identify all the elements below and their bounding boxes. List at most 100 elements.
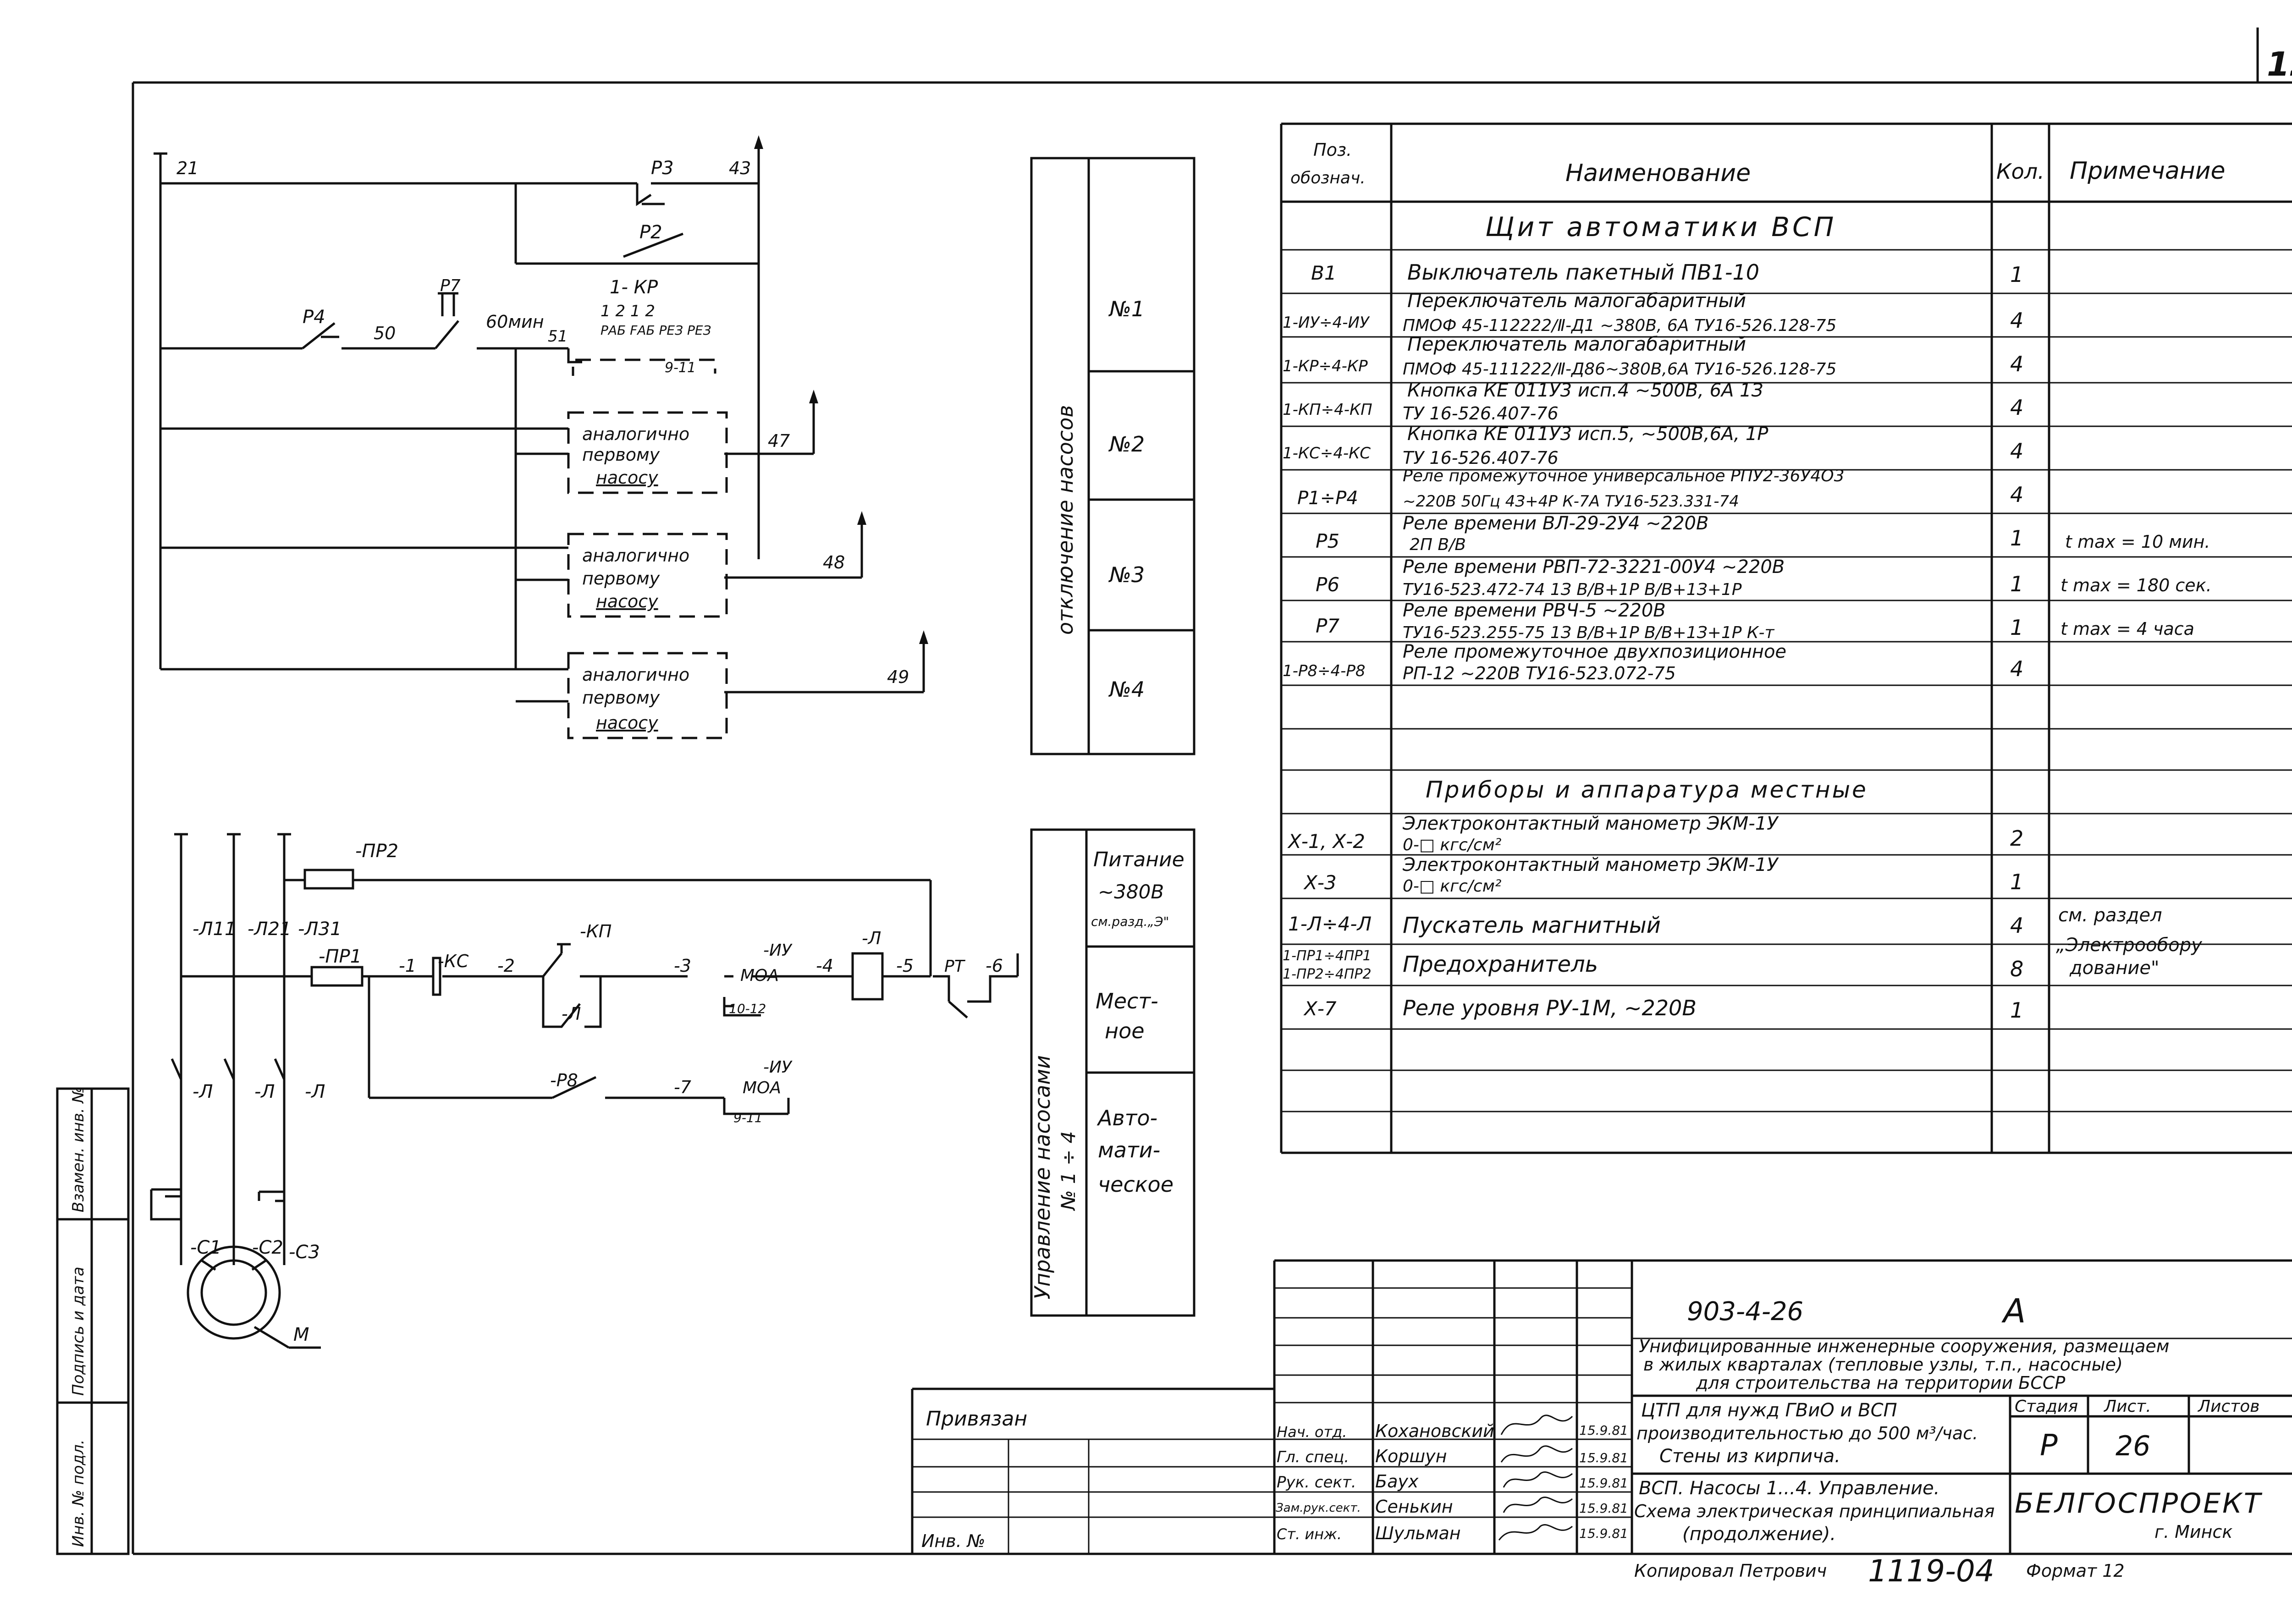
org-name: БЕЛГОСПРОЕКТ [2015,1487,2263,1519]
svg-text:Переключатель малогабаритный: Переключатель малогабаритный [1407,289,1746,312]
object-line-2: производительностью до 500 м³/час. [1636,1423,1978,1443]
button-kp-label: -КП [580,921,612,941]
node-49: 49 [887,667,909,687]
spec-header-note: Примечание [2070,157,2226,185]
svg-text:Кнопка КЕ 011У3 исп.5, ~500В,6: Кнопка КЕ 011У3 исп.5, ~500В,6А, 1Р [1407,424,1769,445]
disconnect-table [1030,157,1196,755]
side-stamp [56,1087,130,1555]
svg-text:первому: первому [582,568,660,589]
svg-text:первому: первому [582,688,660,708]
svg-text:0-□ кгс/см²: 0-□ кгс/см² [1403,877,1501,896]
svg-text:1: 1 [2010,870,2023,894]
svg-text:1-ИУ÷4-ИУ: 1-ИУ÷4-ИУ [1283,314,1370,332]
svg-text:t max = 180 сек.: t max = 180 сек. [2061,575,2212,595]
svg-text:ПМОФ 45-112222/Ⅱ-Д1 ~380В, 6А: ПМОФ 45-112222/Ⅱ-Д1 ~380В, 6А ТУ16-526.1… [1403,316,1836,335]
wire-4: -4 [816,956,833,976]
sheet-value: 26 [2116,1430,2150,1462]
svg-text:Переключатель малогабаритный: Переключатель малогабаритный [1407,333,1746,355]
svg-text:Реле промежуточное двухпозицио: Реле промежуточное двухпозиционное [1403,641,1786,662]
relay-p4: Р4 [303,307,325,328]
svg-text:1-Л÷4-Л: 1-Л÷4-Л [1288,913,1372,935]
svg-text:4: 4 [2010,656,2023,681]
switch-kp-positions: 1 2 1 2 [601,302,655,320]
doc-number: 1119-04 [1868,1553,1994,1589]
svg-text:см. раздел: см. раздел [2058,905,2162,926]
svg-text:Выключатель пакетный ПВ1-10: Выключатель пакетный ПВ1-10 [1407,260,1759,285]
svg-text:4: 4 [2010,352,2023,376]
svg-text:Р6: Р6 [1316,573,1339,596]
svg-text:Х-3: Х-3 [1303,871,1337,894]
analog-box-2: аналогично первому насосу [582,545,689,611]
svg-text:1-КС÷4-КС: 1-КС÷4-КС [1283,444,1371,462]
node-51: 51 [548,327,567,346]
inv-label: Инв. № [921,1531,985,1551]
svg-text:Сенькин: Сенькин [1375,1497,1453,1517]
svg-text:Реле времени РВЧ-5 ~220В: Реле времени РВЧ-5 ~220В [1403,600,1666,621]
svg-text:„Электрообору: „Электрообору [2056,935,2203,956]
side-sign-date: Подпись и дата [69,1266,88,1396]
spec-header-pos-1: Поз. [1313,140,1352,160]
svg-text:4: 4 [2010,395,2023,420]
svg-text:1-КР÷4-КР: 1-КР÷4-КР [1283,357,1368,375]
fuse-pr2-label: -ПР2 [355,841,398,862]
svg-text:ТУ16-523.472-74 1З В/В+1Р В/В+: ТУ16-523.472-74 1З В/В+1Р В/В+1З+1Р [1403,580,1742,599]
thermal-relay-label: РТ [944,957,966,976]
svg-text:15.9.81: 15.9.81 [1579,1526,1628,1541]
svg-text:1: 1 [2010,526,2023,551]
spec-section-1: Щит автоматики ВСП [1485,211,1836,242]
doc-code: 903-4-26 [1687,1297,1803,1327]
spec-row: В1 Выключатель пакетный ПВ1-10 1 [1311,260,2023,287]
svg-text:1-ПР1÷4ПР1: 1-ПР1÷4ПР1 [1283,948,1372,964]
switch-moa2-label: МОА [743,1079,781,1097]
button-kc-label: -КС [438,951,469,971]
spec-section-2: Приборы и аппаратура местные [1426,776,1868,803]
node-47: 47 [768,431,790,451]
svg-text:ТУ 16-526.407-76: ТУ 16-526.407-76 [1403,403,1559,424]
coil-l-label: -Л [862,928,881,948]
sheet-line-1: ВСП. Насосы 1...4. Управление. [1639,1478,1939,1499]
control-row-3-l2: мати- [1098,1138,1160,1162]
spec-row: 1-КР÷4-КР Переключатель малогабаритный П… [1283,333,2023,379]
switch-kp-contacts: РАБ FАБ РЕЗ РЕЗ [601,323,711,338]
svg-text:В1: В1 [1311,262,1337,284]
relay-p3: Р3 [651,158,674,179]
control-table [1030,828,1196,1317]
svg-text:Электроконтактный манометр ЭКМ: Электроконтактный манометр ЭКМ-1У [1402,813,1779,834]
svg-text:первому: первому [582,445,660,465]
node-48: 48 [823,552,845,573]
node-50: 50 [374,323,396,343]
signer-row: Зам.рук.сект. Сенькин 15.9.81 [1276,1497,1628,1517]
org-city: г. Минск [2154,1522,2232,1542]
sheet-line-3: (продолжение). [1682,1524,1836,1545]
disconnect-row-4: №4 [1108,677,1145,702]
switch-iu-label: -ИУ [763,941,793,960]
node-43: 43 [729,158,751,178]
motor-c2: -С2 [252,1237,283,1258]
svg-text:Реле уровня РУ-1М, ~220В: Реле уровня РУ-1М, ~220В [1403,996,1697,1020]
signer-row: Гл. спец. Коршун 15.9.81 [1277,1445,1628,1466]
svg-text:Кнопка КЕ 011У3 исп.4 ~500В, 6: Кнопка КЕ 011У3 исп.4 ~500В, 6А 1З [1407,380,1763,401]
svg-text:1-ПР2÷4ПР2: 1-ПР2÷4ПР2 [1283,966,1372,982]
motor-c1: -С1 [190,1237,221,1258]
wire-7: -7 [674,1077,691,1097]
page-number: 12 [2267,45,2292,83]
spec-row: Р6 Реле времени РВП-72-3221-00У4 ~220В Т… [1316,556,2212,599]
svg-text:Гл. спец.: Гл. спец. [1277,1448,1349,1466]
sheet-line-2: Схема электрическая принципиальная [1634,1501,1994,1521]
spec-row: Х-7 Реле уровня РУ-1М, ~220В 1 дование" [1303,958,2159,1023]
svg-text:Кохановский: Кохановский [1375,1421,1494,1441]
analog-box-3: аналогично первому насосу [582,665,689,733]
svg-text:Коршун: Коршун [1375,1446,1447,1466]
svg-text:4: 4 [2010,482,2023,507]
control-row-1-l2: ~380В [1098,881,1164,903]
node-9-11: 9-11 [665,360,696,376]
control-row-1-l3: см.разд.„Э" [1091,914,1169,929]
spec-rows-2: Х-1, Х-2 Электроконтактный манометр ЭКМ-… [1283,813,2203,1023]
object-line-3: Стены из кирпича. [1659,1446,1840,1467]
phase-l11-label: -Л11 [193,919,236,940]
contact-l-label: -Л [562,1004,581,1024]
svg-text:1-КП÷4-КП: 1-КП÷4-КП [1283,401,1372,419]
control-title-1: Управление насосами [1030,1055,1055,1299]
disconnect-row-3: №3 [1108,562,1145,587]
svg-text:4: 4 [2010,308,2023,333]
